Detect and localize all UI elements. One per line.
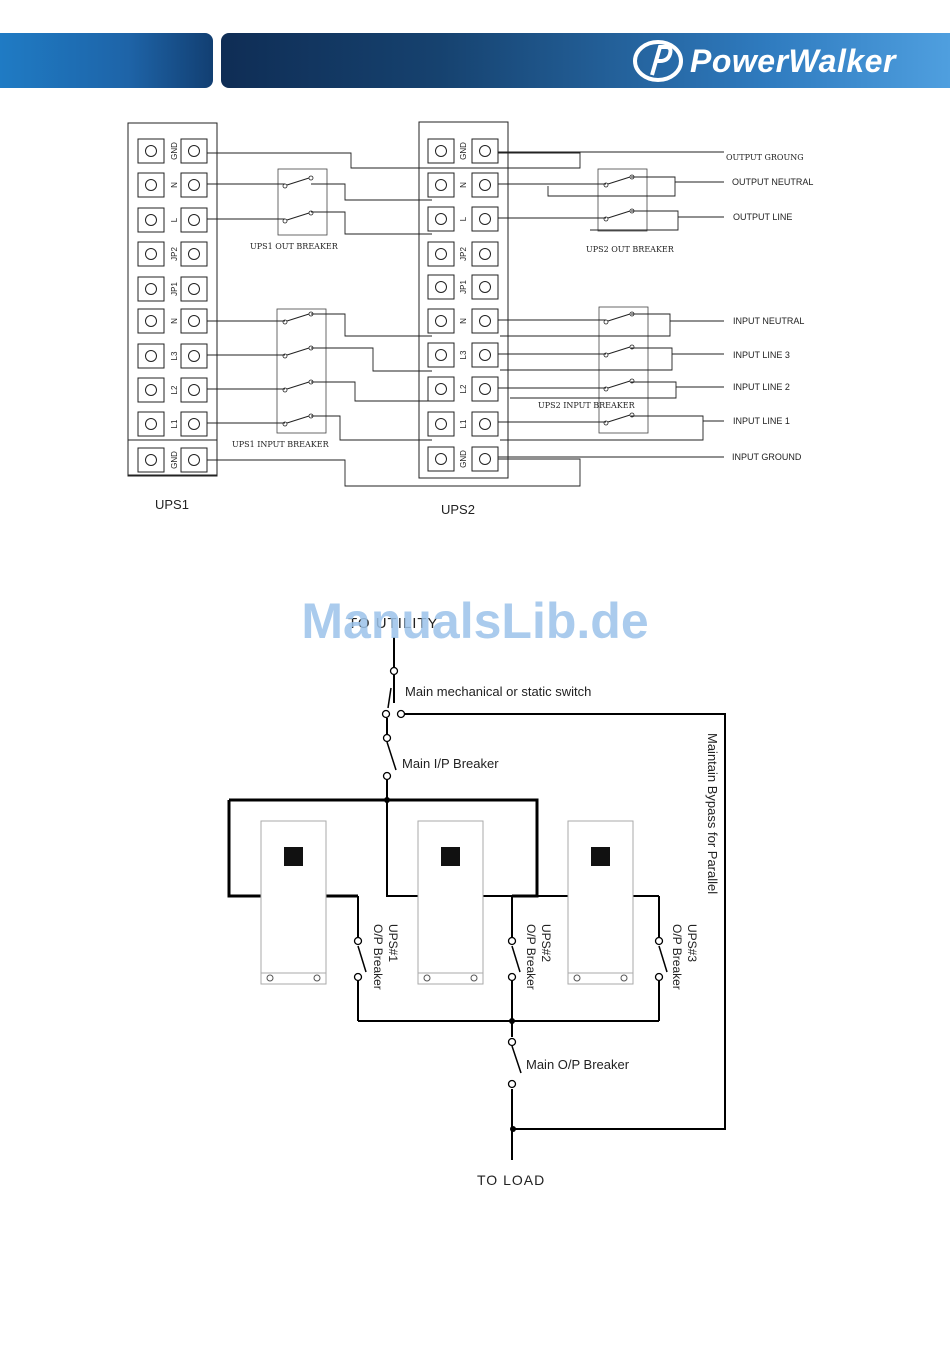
switch-contacts-2 bbox=[353, 666, 664, 1089]
ups-cabinet-2 bbox=[417, 820, 484, 985]
to-load-label: TO LOAD bbox=[477, 1172, 545, 1188]
ups2-out-breaker: UPS2 OUT BREAKER bbox=[586, 168, 675, 254]
ups1-input-breaker: UPS1 INPUT BREAKER bbox=[232, 308, 330, 449]
output-ground-label: OUTPUT GROUNG bbox=[726, 153, 804, 162]
ups1-input-breaker-label: UPS1 INPUT BREAKER bbox=[232, 440, 330, 449]
ups1-term-label-3: JP2 bbox=[170, 247, 179, 261]
ups1-term-label-1: N bbox=[170, 182, 179, 188]
ups1-name-label: UPS#1 bbox=[386, 924, 400, 962]
ups2-term-label-2: L bbox=[459, 216, 468, 221]
header-bar-right bbox=[221, 33, 950, 88]
ups2-label: UPS2 bbox=[441, 502, 475, 517]
ups2-terminal-block: GND N L JP2 JP1 N L3 L2 L1 GND bbox=[418, 121, 509, 479]
ups2-term-label-6: L3 bbox=[459, 350, 468, 359]
ups2-term-label-7: L2 bbox=[459, 384, 468, 393]
ups1-term-label-8: L1 bbox=[170, 419, 179, 428]
input-neutral-label: INPUT NEUTRAL bbox=[733, 316, 804, 326]
ups2-breaker-label: O/P Breaker bbox=[524, 924, 538, 990]
ups2-term-label-1: N bbox=[459, 182, 468, 188]
main-op-breaker-label: Main O/P Breaker bbox=[526, 1057, 630, 1072]
output-neutral-label: OUTPUT NEUTRAL bbox=[732, 177, 813, 187]
ups1-term-label-4: JP1 bbox=[170, 282, 179, 296]
header-bar-left bbox=[0, 33, 213, 88]
ups-cabinet-3 bbox=[567, 820, 634, 985]
input-line3-label: INPUT LINE 3 bbox=[733, 350, 790, 360]
brand-name: PowerWalker bbox=[690, 42, 896, 79]
main-switch-label: Main mechanical or static switch bbox=[405, 684, 591, 699]
ups2-term-label-4: JP1 bbox=[459, 280, 468, 294]
ups1-term-label-2: L bbox=[170, 217, 179, 222]
ups2-name-label: UPS#2 bbox=[539, 924, 553, 962]
ups3-breaker-label: O/P Breaker bbox=[670, 924, 684, 990]
input-ground-label: INPUT GROUND bbox=[732, 452, 802, 462]
ups1-term-label-5: N bbox=[170, 318, 179, 324]
ups3-name-label: UPS#3 bbox=[685, 924, 699, 962]
ups2-term-label-0: GND bbox=[459, 142, 468, 160]
ups1-out-breaker: UPS1 OUT BREAKER bbox=[250, 168, 339, 251]
ups1-term-label-0: GND bbox=[170, 142, 179, 160]
ups2-out-breaker-label: UPS2 OUT BREAKER bbox=[586, 245, 675, 254]
wiring-lines-1 bbox=[207, 151, 724, 487]
ups1-breaker-label: O/P Breaker bbox=[371, 924, 385, 990]
main-ip-breaker-label: Main I/P Breaker bbox=[402, 756, 499, 771]
to-utility-label: TO UTILITY bbox=[348, 615, 439, 632]
ups1-out-breaker-label: UPS1 OUT BREAKER bbox=[250, 242, 339, 251]
ups1-term-label-6: L3 bbox=[170, 351, 179, 360]
ups-cabinet-1 bbox=[260, 820, 327, 985]
powerwalker-logo-icon bbox=[633, 40, 683, 82]
ups1-term-label-7: L2 bbox=[170, 385, 179, 394]
ups2-input-breaker-label: UPS2 INPUT BREAKER bbox=[538, 401, 636, 410]
output-line-label: OUTPUT LINE bbox=[733, 212, 792, 222]
junction-dots bbox=[384, 797, 516, 1132]
ups1-terminal-block: GND N L JP2 JP1 N L3 L2 L1 GND bbox=[127, 122, 218, 477]
ups2-term-label-9: GND bbox=[459, 450, 468, 468]
ups2-term-label-8: L1 bbox=[459, 419, 468, 428]
input-line1-label: INPUT LINE 1 bbox=[733, 416, 790, 426]
ups2-term-label-3: JP2 bbox=[459, 247, 468, 261]
ups2-term-label-5: N bbox=[459, 318, 468, 324]
input-line2-label: INPUT LINE 2 bbox=[733, 382, 790, 392]
brand-logo: PowerWalker bbox=[632, 38, 896, 84]
bypass-label: Maintain Bypass for Parallel bbox=[705, 733, 720, 894]
ups1-label: UPS1 bbox=[155, 497, 189, 512]
watermark: ManualsLib.de bbox=[301, 593, 649, 649]
ups1-term-label-9: GND bbox=[170, 451, 179, 469]
